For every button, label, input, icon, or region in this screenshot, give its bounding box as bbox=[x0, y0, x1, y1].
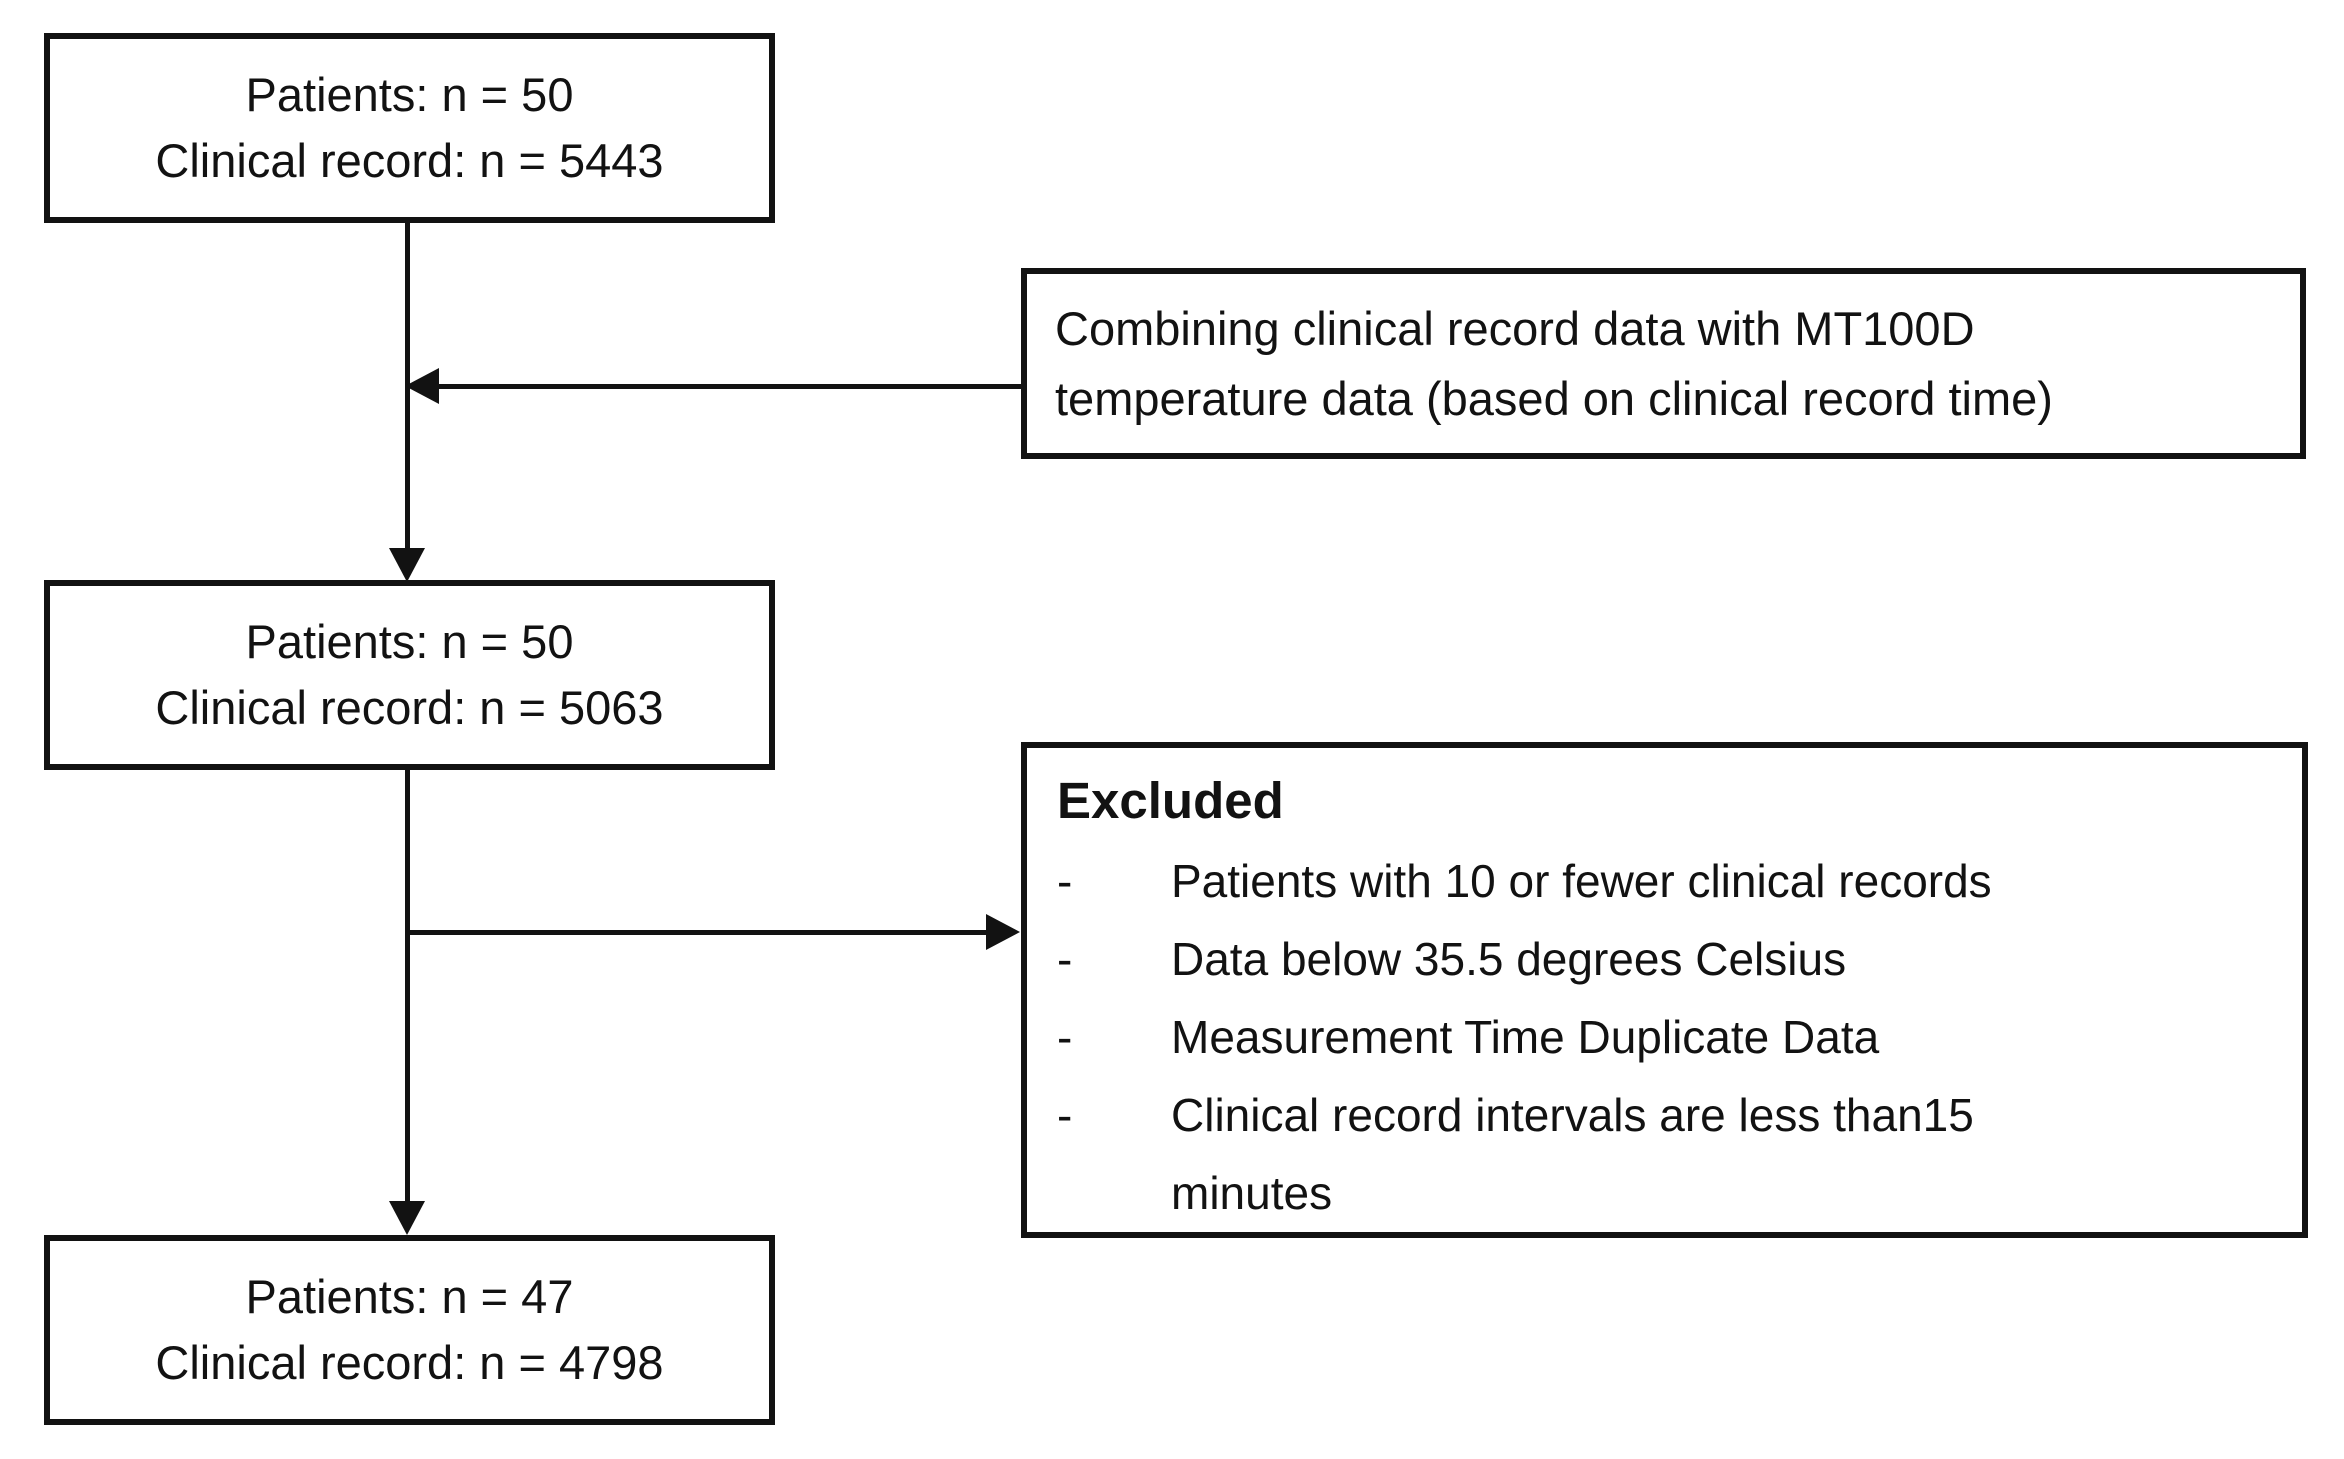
node-line: Patients: n = 47 bbox=[245, 1270, 574, 1323]
excluded-title: Excluded bbox=[1057, 772, 1284, 829]
node-combining-note: Combining clinical record data with MT10… bbox=[1021, 268, 2306, 459]
excluded-item: - Measurement Time Duplicate Data bbox=[1057, 998, 2272, 1076]
excluded-item-text: Measurement Time Duplicate Data bbox=[1171, 998, 2272, 1076]
node-excluded: Excluded - Patients with 10 or fewer cli… bbox=[1021, 742, 2308, 1238]
bullet-marker: - bbox=[1057, 1011, 1073, 1063]
bullet-marker: - bbox=[1057, 855, 1073, 907]
bullet-marker: - bbox=[1057, 1089, 1073, 1141]
excluded-item: - Data below 35.5 degrees Celsius bbox=[1057, 920, 2272, 998]
arrowhead-right-icon bbox=[986, 914, 1020, 950]
node-line: Patients: n = 50 bbox=[245, 68, 574, 121]
node-line: Clinical record: n = 5443 bbox=[155, 134, 664, 187]
excluded-item-line: Measurement Time Duplicate Data bbox=[1171, 1011, 1880, 1063]
node-initial-cohort: Patients: n = 50 Clinical record: n = 54… bbox=[44, 33, 775, 223]
node-merged-cohort: Patients: n = 50 Clinical record: n = 50… bbox=[44, 580, 775, 770]
excluded-item-line: Data below 35.5 degrees Celsius bbox=[1171, 933, 1847, 985]
bullet-marker: - bbox=[1057, 933, 1073, 985]
node-line: Clinical record: n = 4798 bbox=[155, 1336, 664, 1389]
node-line: temperature data (based on clinical reco… bbox=[1055, 371, 2053, 425]
excluded-item: - Clinical record intervals are less tha… bbox=[1057, 1076, 2272, 1232]
excluded-item-text: Clinical record intervals are less than1… bbox=[1171, 1076, 2272, 1232]
excluded-item: - Patients with 10 or fewer clinical rec… bbox=[1057, 842, 2272, 920]
arrowhead-down-icon bbox=[389, 548, 425, 582]
connector-merged-to-final bbox=[405, 770, 410, 1203]
arrowhead-left-icon bbox=[405, 368, 439, 404]
node-line: Clinical record: n = 5063 bbox=[155, 681, 664, 734]
node-line: Combining clinical record data with MT10… bbox=[1055, 301, 1975, 355]
node-final-cohort: Patients: n = 47 Clinical record: n = 47… bbox=[44, 1235, 775, 1425]
connector-flow-to-excluded bbox=[407, 930, 987, 935]
excluded-item-line: minutes bbox=[1171, 1167, 1333, 1219]
arrowhead-down-icon bbox=[389, 1201, 425, 1235]
excluded-item-text: Data below 35.5 degrees Celsius bbox=[1171, 920, 2272, 998]
excluded-item-line: Clinical record intervals are less than1… bbox=[1171, 1089, 1974, 1141]
excluded-item-text: Patients with 10 or fewer clinical recor… bbox=[1171, 842, 2272, 920]
connector-combine-note-to-flow bbox=[438, 384, 1021, 389]
node-line: Patients: n = 50 bbox=[245, 615, 574, 668]
excluded-item-line: Patients with 10 or fewer clinical recor… bbox=[1171, 855, 1992, 907]
